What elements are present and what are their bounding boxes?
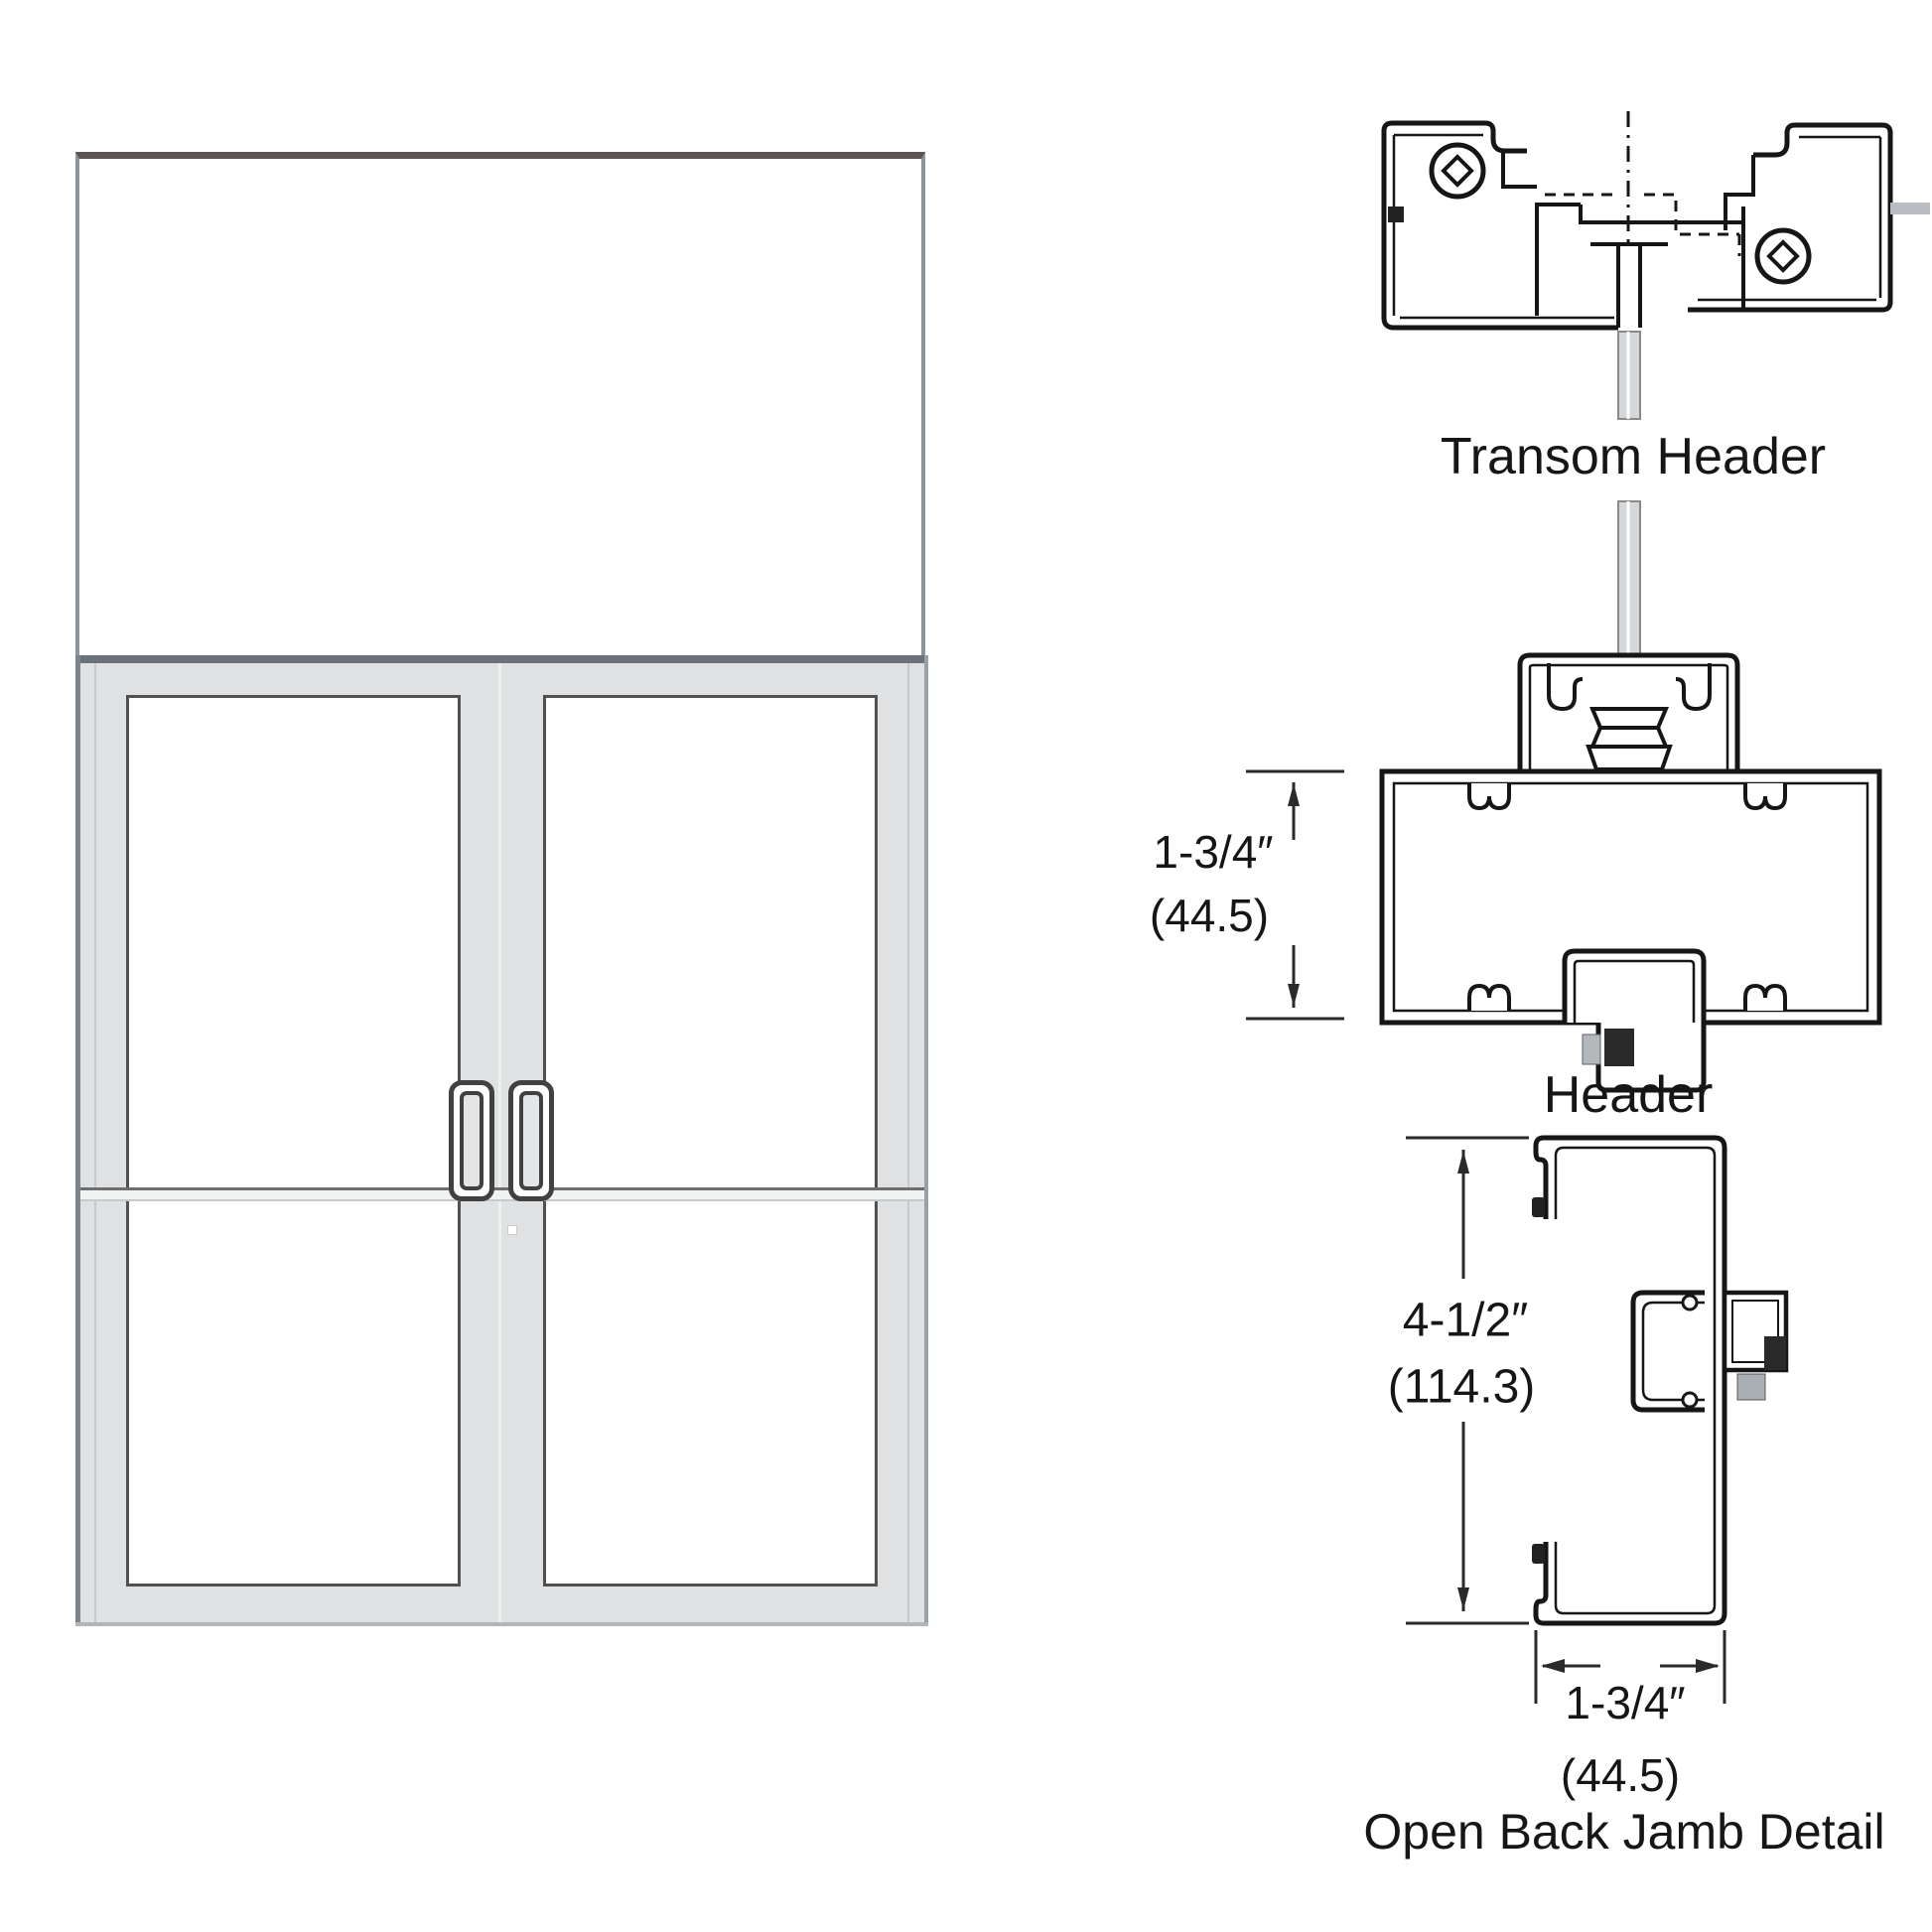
glazing-gasket: [1547, 663, 1584, 712]
header-dimension: [1246, 769, 1344, 1021]
left-door-pull-handle: [449, 1080, 494, 1201]
glazing-gasket: [1675, 663, 1712, 712]
jamb-height-inches: 4-1/2″: [1402, 1294, 1529, 1347]
jamb-width-inches: 1-3/4″: [1565, 1677, 1686, 1728]
jamb-height-mm: (114.3): [1387, 1360, 1536, 1414]
right-door-pull-handle: [508, 1080, 554, 1201]
left-jamb-seam: [94, 663, 96, 1622]
header-dim-mm: (44.5): [1149, 890, 1270, 941]
header-dim-inches: 1-3/4″: [1153, 826, 1274, 878]
door-mid-rail: [80, 1187, 924, 1201]
lock-cylinder-dot: [507, 1225, 517, 1235]
transom-header-label: Transom Header: [1440, 428, 1827, 485]
jamb-width-mm: (44.5): [1560, 1749, 1681, 1801]
open-back-jamb-section: [1406, 1135, 1789, 1704]
wall-stub: [1890, 203, 1930, 214]
meeting-stile-seam: [498, 663, 501, 1622]
open-back-jamb-label: Open Back Jamb Detail: [1363, 1804, 1885, 1860]
door-frame-right-jamb: [924, 655, 928, 1626]
screw-head-icon: [1429, 142, 1486, 200]
header-section: [1246, 500, 1882, 1093]
screw-head-icon: [1754, 227, 1812, 285]
door-frame-left-jamb: [75, 655, 80, 1626]
double-door-elevation: [75, 655, 928, 1626]
right-jamb-seam: [907, 663, 909, 1622]
clip-tab: [1582, 1034, 1601, 1065]
clip-tab: [1736, 1373, 1766, 1401]
jamb-height-dimension: [1406, 1136, 1529, 1625]
transom-header-section: [1381, 111, 1930, 420]
header-label: Header: [1543, 1066, 1714, 1124]
jamb-width-dimension: [1534, 1630, 1726, 1704]
transom-glass-panel: [75, 152, 925, 655]
door-frame-threshold: [75, 1622, 928, 1626]
door-frame-header-bar: [75, 655, 928, 663]
